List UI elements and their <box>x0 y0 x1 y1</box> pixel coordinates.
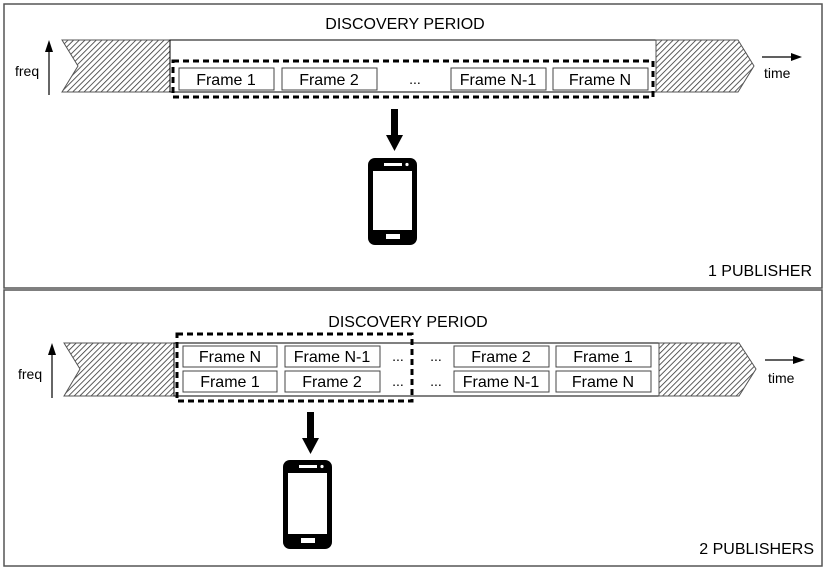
frame-label: Frame 2 <box>299 72 359 89</box>
frame-box <box>453 345 550 368</box>
frame-label: Frame N-1 <box>294 349 371 366</box>
frame-label: Frame N-1 <box>463 374 540 391</box>
panel-2-publishers: DISCOVERY PERIOD freq time Frame N Frame… <box>3 289 823 567</box>
discovery-period-title: DISCOVERY PERIOD <box>328 314 487 331</box>
discovery-period-title: DISCOVERY PERIOD <box>325 16 484 33</box>
frame-label: Frame 2 <box>471 349 531 366</box>
freq-axis: freq <box>15 40 53 95</box>
ellipsis: ... <box>430 348 442 364</box>
frame-row-publisher-a: Frame N Frame N-1 ... ... Frame 2 Frame … <box>182 345 652 368</box>
time-label: time <box>768 370 795 386</box>
arrow-down-icon <box>386 109 403 151</box>
band-end-hatched <box>658 342 757 397</box>
frame-label: Frame 2 <box>302 374 362 391</box>
frame-label: Frame 1 <box>200 374 260 391</box>
listening-window <box>175 332 414 403</box>
band-start-hatched <box>63 342 175 397</box>
arrow-up-icon <box>45 40 53 52</box>
arrow-right-icon <box>791 53 802 61</box>
smartphone-icon <box>283 460 332 549</box>
frame-label: Frame N <box>572 374 634 391</box>
smartphone-icon <box>368 158 417 245</box>
frame-box <box>281 67 378 91</box>
panel-caption: 2 PUBLISHERS <box>699 541 814 558</box>
band-start-hatched <box>61 39 171 93</box>
frame-box <box>450 67 547 91</box>
ellipsis: ... <box>409 71 421 87</box>
time-axis: time <box>765 356 805 386</box>
frame-label: Frame N <box>199 349 261 366</box>
panel-1-publisher: DISCOVERY PERIOD freq time Frame 1 Frame… <box>3 3 823 289</box>
frame-box <box>182 370 278 393</box>
frame-box <box>178 67 275 91</box>
freq-axis: freq <box>18 343 56 398</box>
time-axis: time <box>762 53 802 81</box>
panel-caption: 1 PUBLISHER <box>708 263 812 280</box>
frame-box <box>552 67 649 91</box>
arrow-right-icon <box>793 356 805 364</box>
ellipsis: ... <box>392 348 404 364</box>
frame-box <box>555 370 652 393</box>
frame-box <box>284 370 381 393</box>
frame-label: Frame N <box>569 72 631 89</box>
frame-row: Frame 1 Frame 2 ... Frame N-1 Frame N <box>178 67 649 91</box>
frame-row-publisher-b: Frame 1 Frame 2 ... ... Frame N-1 Frame … <box>182 370 652 393</box>
freq-label: freq <box>18 366 42 382</box>
frame-label: Frame N-1 <box>460 72 537 89</box>
frame-label: Frame 1 <box>573 349 633 366</box>
frame-box <box>453 370 550 393</box>
frame-box <box>284 345 381 368</box>
frame-box <box>182 345 278 368</box>
arrow-up-icon <box>48 343 56 355</box>
frame-label: Frame 1 <box>196 72 256 89</box>
listening-window <box>171 59 655 99</box>
arrow-down-icon <box>302 412 319 454</box>
ellipsis: ... <box>392 373 404 389</box>
time-label: time <box>764 65 791 81</box>
band-end-hatched <box>655 39 755 93</box>
frame-box <box>555 345 652 368</box>
ellipsis: ... <box>430 373 442 389</box>
freq-label: freq <box>15 63 39 79</box>
panel-border <box>3 289 823 567</box>
